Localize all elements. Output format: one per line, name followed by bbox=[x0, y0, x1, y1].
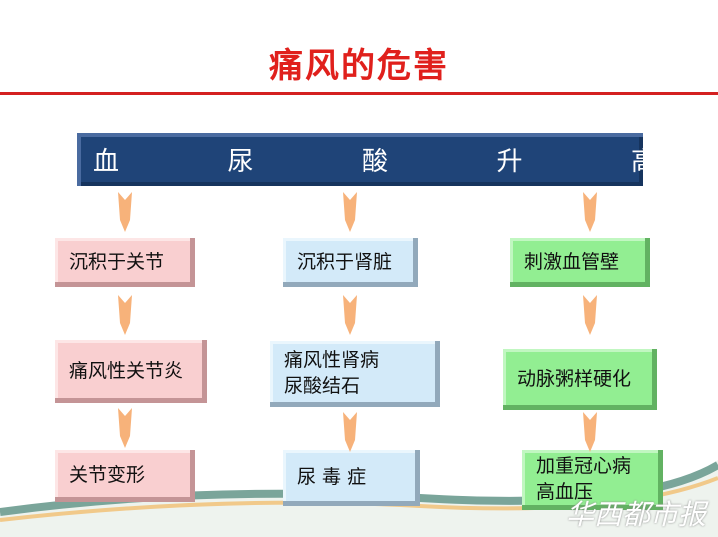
banner-char: 高 bbox=[631, 141, 643, 178]
effect-box: 沉积于肾脏 bbox=[283, 238, 418, 287]
effect-box: 尿 毒 症 bbox=[283, 450, 420, 506]
down-arrow-icon bbox=[343, 192, 357, 232]
down-arrow-icon bbox=[583, 295, 597, 335]
down-arrow-icon bbox=[118, 192, 132, 232]
down-arrow-icon bbox=[118, 295, 132, 335]
down-arrow-icon bbox=[583, 412, 597, 452]
effect-box: 痛风性肾病 尿酸结石 bbox=[270, 341, 440, 407]
title-divider bbox=[0, 92, 718, 95]
down-arrow-icon bbox=[118, 408, 132, 448]
banner-char: 血 bbox=[93, 147, 120, 177]
effect-box: 动脉粥样硬化 bbox=[503, 349, 657, 410]
down-arrow-icon bbox=[583, 192, 597, 232]
banner-char: 升 bbox=[496, 147, 523, 177]
banner-uric-acid-rise: 血 尿 酸 升 高 bbox=[77, 133, 643, 186]
effect-box: 痛风性关节炎 bbox=[55, 340, 207, 403]
down-arrow-icon bbox=[343, 295, 357, 335]
effect-box: 加重冠心病 高血压 bbox=[522, 450, 663, 510]
watermark: 华西都市报 bbox=[565, 498, 706, 531]
down-arrow-icon bbox=[343, 412, 357, 452]
banner-char: 酸 bbox=[361, 147, 388, 177]
page-title: 痛风的危害 bbox=[269, 46, 449, 86]
effect-box: 刺激血管壁 bbox=[510, 238, 650, 287]
effect-box: 沉积于关节 bbox=[55, 238, 195, 287]
banner-char: 尿 bbox=[227, 147, 254, 177]
effect-box: 关节变形 bbox=[55, 450, 195, 502]
